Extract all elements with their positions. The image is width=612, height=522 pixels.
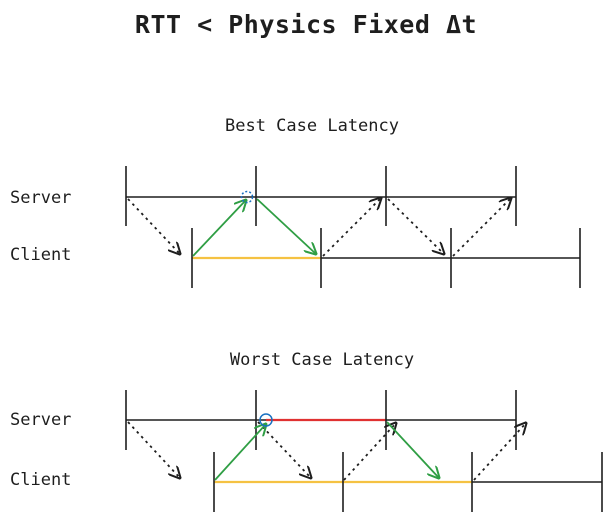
best-sync-arrow <box>127 198 180 254</box>
best-sync-arrow <box>452 198 511 257</box>
best-request-arrow <box>192 200 246 257</box>
worst-sync-arrow <box>343 423 396 481</box>
worst-case-heading: Worst Case Latency <box>229 350 415 370</box>
best-case-server-label: Server <box>10 188 72 208</box>
best-response-arrow <box>256 198 316 254</box>
worst-sync-arrow <box>257 421 311 478</box>
diagram-title: RTT < Physics Fixed Δt <box>134 10 478 39</box>
worst-sync-arrow <box>473 423 526 481</box>
best-server-receipt-marker <box>240 190 254 204</box>
worst-case-server-label: Server <box>10 410 72 430</box>
best-sync-arrow <box>387 198 444 254</box>
worst-sync-arrow <box>127 421 180 478</box>
best-case-heading: Best Case Latency <box>225 116 399 136</box>
worst-case-client-label: Client <box>10 470 72 490</box>
worst-request-arrow <box>214 424 266 481</box>
best-sync-arrow <box>322 198 381 257</box>
worst-server-receipt-marker <box>259 413 273 427</box>
best-case-panel <box>125 166 581 288</box>
worst-response-arrow <box>386 421 439 478</box>
best-case-client-label: Client <box>10 245 72 265</box>
worst-case-panel <box>125 390 603 512</box>
